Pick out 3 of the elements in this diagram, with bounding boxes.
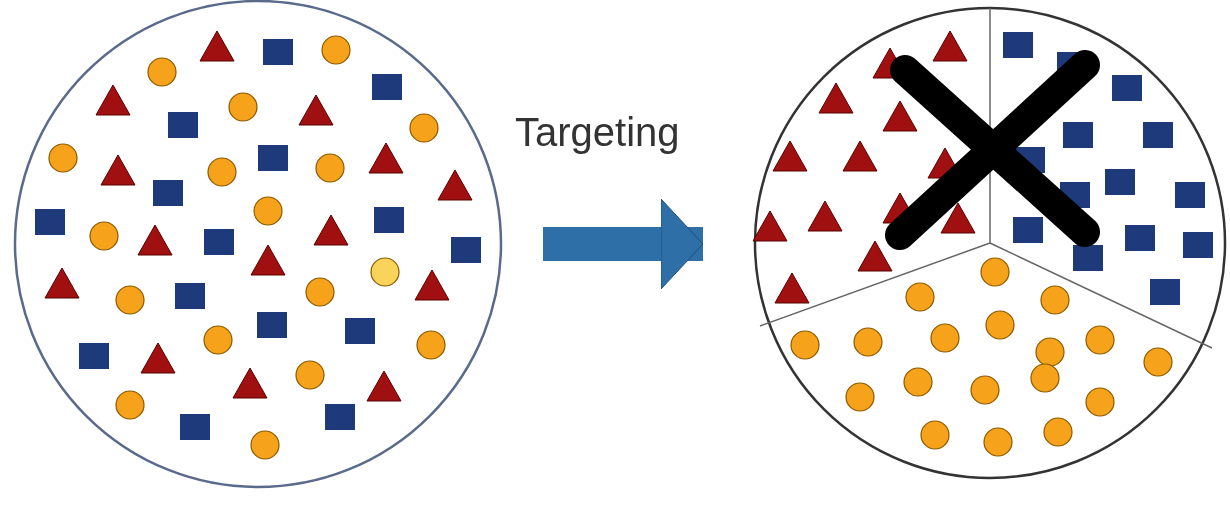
population-drawing: [13, 0, 503, 489]
segmented-population-drawing: [753, 6, 1227, 480]
block-arrow: [543, 198, 704, 290]
